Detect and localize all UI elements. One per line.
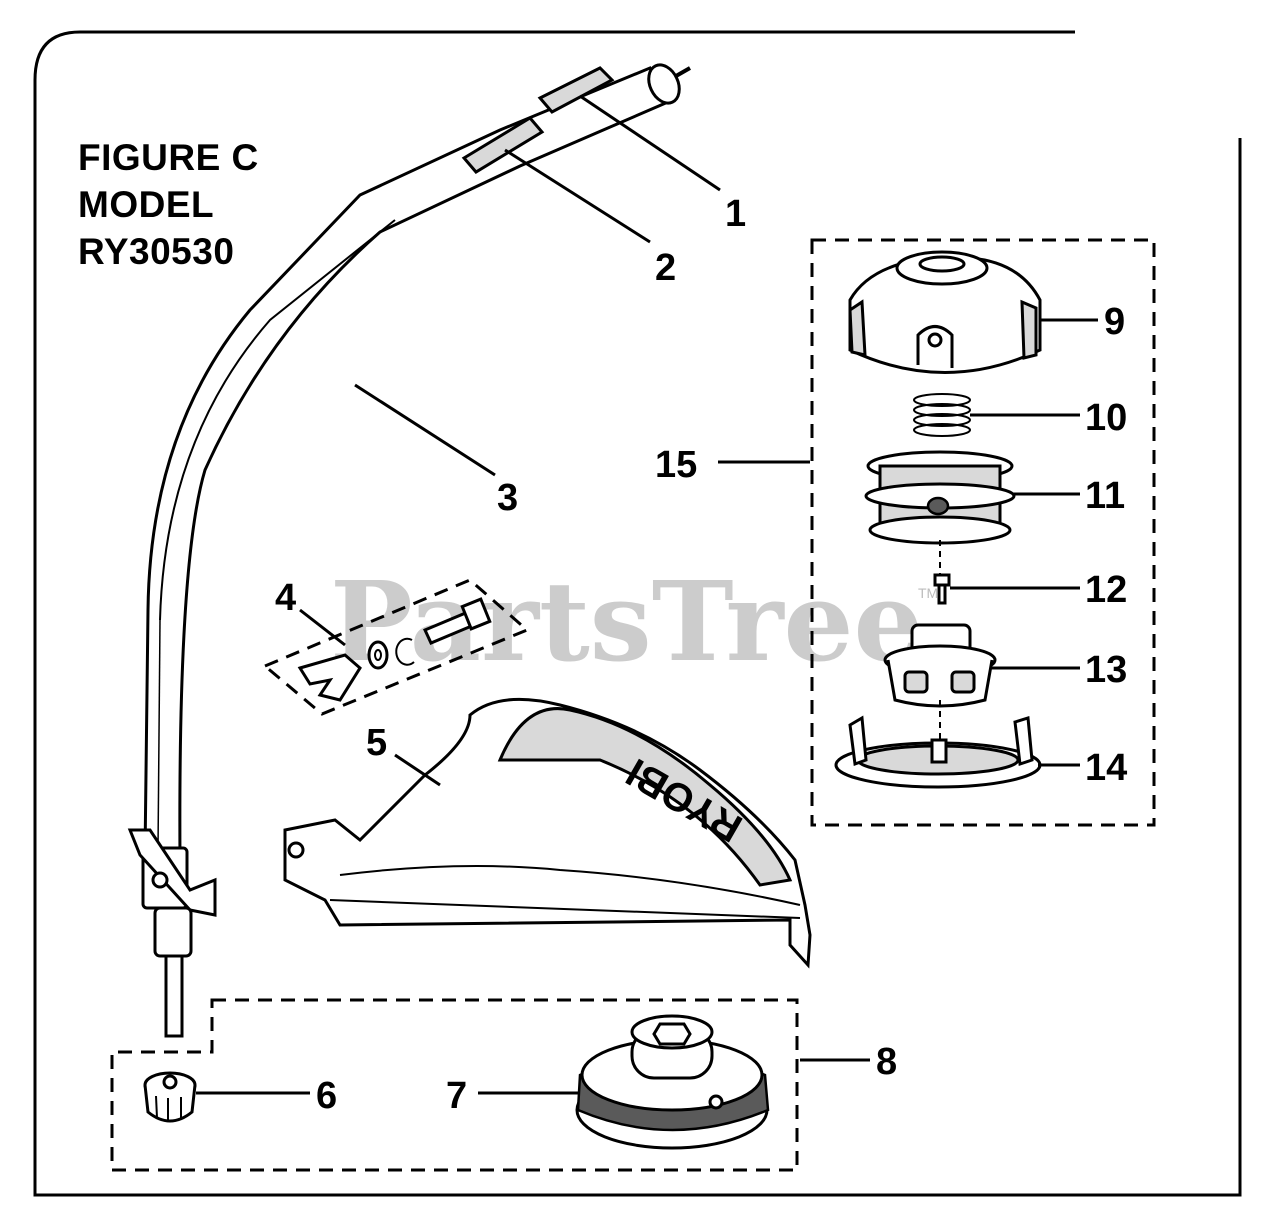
spring-coil-2 [913, 403, 971, 417]
hardware-kit-outline [262, 578, 530, 716]
group-outline-15 [810, 238, 1156, 827]
spool-cover-tab-right [1020, 299, 1038, 360]
spring-coil-4 [913, 423, 971, 437]
figure-model-label: MODEL [78, 184, 215, 225]
callout-5: 5 [366, 722, 387, 764]
leader-3 [354, 383, 496, 477]
base-plate-clip-left [848, 715, 868, 767]
decal-2 [461, 116, 545, 174]
shaft-highlight-curve [159, 219, 396, 621]
leader-4 [299, 608, 346, 647]
spool-cover-hole [918, 255, 966, 273]
shaft-assembly [127, 63, 691, 1038]
washer-hole [374, 649, 382, 661]
spool-assembly [834, 250, 1042, 789]
head-eyelet [708, 1094, 724, 1110]
callout-11: 11 [1085, 475, 1125, 517]
callout-1: 1 [725, 193, 746, 235]
shaft-gear-housing [153, 906, 193, 958]
callout-8: 8 [876, 1041, 897, 1083]
shaft-end-cap [647, 63, 681, 105]
spring-coil-1 [913, 393, 971, 407]
callout-4: 4 [275, 577, 296, 619]
spring [913, 393, 971, 437]
wing-nut [297, 653, 362, 702]
drive-hub [883, 623, 997, 708]
spool-cover [848, 256, 1042, 374]
callout-2: 2 [655, 247, 676, 289]
shaft-highlight [157, 619, 161, 851]
callout-13: 13 [1085, 649, 1127, 691]
base-plate-post [930, 738, 948, 764]
hub-window-right [950, 670, 976, 694]
knob-grip-1 [155, 1095, 158, 1119]
watermark-text: PartsTree [330, 557, 924, 686]
callout-9: 9 [1104, 301, 1125, 343]
base-plate [834, 715, 1042, 789]
leader-5 [394, 753, 441, 787]
shaft-tube [143, 66, 671, 862]
guard-mount-hole [287, 841, 305, 859]
knob-body [143, 1084, 197, 1123]
guard: RYOBI [283, 697, 812, 969]
callout-15: 15 [655, 444, 697, 486]
spool-eyelet [926, 496, 950, 516]
decal-1 [537, 66, 615, 114]
callout-10: 10 [1085, 397, 1127, 439]
retaining-knob [143, 1071, 197, 1123]
screw-shaft [937, 583, 947, 605]
page-frame [33, 30, 1242, 1197]
callout-6: 6 [316, 1075, 337, 1117]
drive-shaft-stub [164, 954, 184, 1038]
knob-center [162, 1074, 178, 1090]
hardware-kit [262, 578, 530, 716]
spring-coil-3 [913, 413, 971, 427]
guard-rim-lower [329, 899, 801, 919]
lock-washer [395, 637, 415, 666]
guard-rim [339, 865, 801, 906]
spool-cover-eyelet-hole [927, 332, 943, 348]
shaft-bracket [127, 828, 217, 917]
spool-cover-tab-left [848, 299, 867, 357]
callout-12: 12 [1085, 569, 1127, 611]
hub-window-left [903, 670, 929, 694]
line-spool [864, 450, 1016, 545]
bracket-screw [151, 871, 169, 889]
washer [367, 640, 389, 670]
head-hex-socket [652, 1022, 692, 1046]
bolt-head [460, 597, 492, 631]
shaft-drive-pin [675, 66, 691, 78]
callout-3: 3 [497, 477, 518, 519]
group-outline-8 [110, 998, 799, 1172]
base-plate-clip-right [1013, 716, 1034, 767]
figure-model-number: RY30530 [78, 231, 235, 272]
figure-title: FIGURE C [78, 137, 259, 178]
spool-bottom-flange [868, 515, 1012, 545]
leader-1 [579, 94, 721, 192]
watermark-trademark: TM [918, 585, 938, 601]
callout-7: 7 [446, 1075, 467, 1117]
leader-2 [504, 148, 651, 244]
callout-14: 14 [1085, 747, 1127, 789]
trimmer-head [575, 1014, 770, 1150]
guard-top-ridge [497, 707, 793, 887]
